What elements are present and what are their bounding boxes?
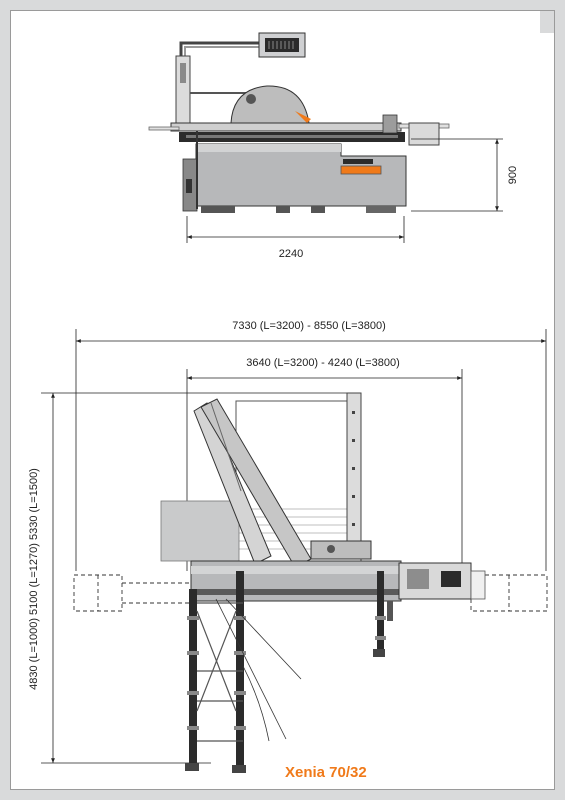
side-height-label: 900 (507, 166, 519, 184)
top-carriage-length-label: 3640 (L=3200) - 4240 (L=3800) (246, 357, 400, 369)
side-length-label: 2240 (279, 248, 303, 260)
model-name: Xenia 70/32 (285, 764, 367, 781)
corner-tab (540, 11, 554, 33)
top-total-length-label: 7330 (L=3200) - 8550 (L=3800) (232, 320, 386, 332)
top-depth-label: 4830 (L=1000) 5100 (L=1270) 5330 (L=1500… (28, 468, 40, 690)
top-view-dimensions (41, 329, 547, 764)
drawing-panel: 900 2240 7330 (L=3200) - 8550 (L=3800) 3… (10, 10, 555, 790)
side-view-machine (148, 32, 450, 213)
technical-drawing: 900 2240 7330 (L=3200) - 8550 (L=3800) 3… (28, 32, 548, 781)
side-view-dimensions (186, 138, 503, 243)
top-view-machine (73, 392, 548, 773)
